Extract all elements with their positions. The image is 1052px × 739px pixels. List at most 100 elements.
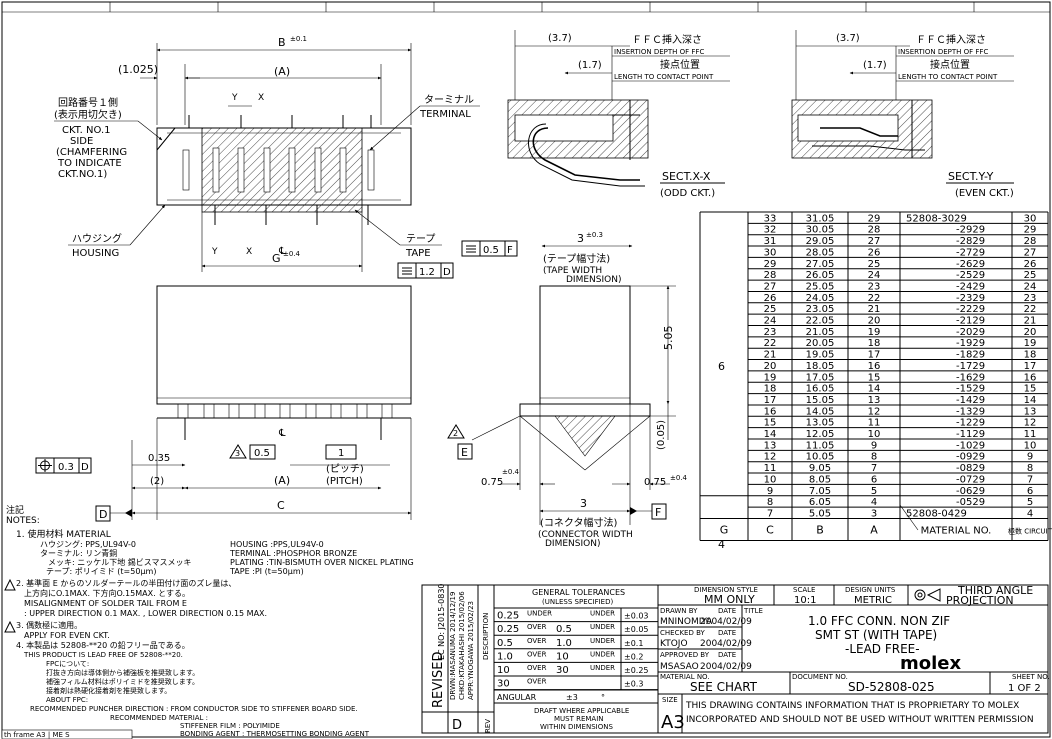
table-cell-c: 27 [764,281,777,292]
tape-area [201,127,363,213]
revised-label: REVISED [431,652,446,708]
molex-logo: molex [900,653,962,674]
appr-rev: APPR:YNOGAWA 2015/02/23 [467,601,475,700]
tol-value: ±0.2 [624,652,643,661]
table-cell-material: -0729 [956,474,985,485]
tape-width-jp: (テープ幅寸法) [543,252,610,265]
table-cell-material: -0829 [956,463,985,474]
table-cell-circuit: 19 [1024,338,1037,349]
dim-b: B [278,36,286,49]
note-2-label: 2 [453,429,458,438]
tol-bound-high: 0.5 [556,624,572,635]
table-cell-b: 27.05 [806,259,835,270]
table-cell-circuit: 21 [1024,316,1037,327]
table-cell-circuit: 15 [1024,384,1037,395]
document-no-label: DOCUMENT NO. [792,673,848,681]
datum-e-box [457,443,473,460]
table-cell-material: -0529 [956,497,985,508]
tol-bound-low: 0.25 [497,624,519,635]
table-cell-material: -1029 [956,440,985,451]
table-cell-b: 28.05 [806,247,835,258]
dim-a-elev: (A) [274,474,290,487]
tol-rel-1: UNDER [527,610,552,618]
table-cell-b: 19.05 [806,350,835,361]
table-cell-a: 20 [868,316,881,327]
table-cell-circuit: 29 [1024,225,1037,236]
tol-bound-low: 30 [497,679,510,690]
dim-g-tol: ±0.4 [283,250,301,258]
table-cell-circuit: 27 [1024,247,1037,258]
note-line-15: 4. 本製品は 52808-**20 の鉛フリー品である。 [16,640,190,650]
table-cell-b: 17.05 [806,372,835,383]
table-cell-c: 17 [764,395,777,406]
solder-tails [188,115,372,225]
table-cell-circuit: 23 [1024,293,1037,304]
note-line-2: ターミナル: リン青銅 [40,548,117,558]
dim-035: 0.35 [148,453,170,464]
table-cell-material: -2029 [956,327,985,338]
table-cell-circuit: 12 [1024,418,1037,429]
draft-2: MUST REMAIN [554,715,604,723]
tol-rel-1: OVER [527,623,547,631]
projection-icon [914,588,941,602]
table-cell-b: 6.05 [809,497,831,508]
front-view: B ±0.1 (A) (1.025) [54,35,518,279]
table-cell-a: 15 [868,372,881,383]
table-header-g: G [720,523,729,536]
table-cell-material: -2729 [956,247,985,258]
tol-bound-low: 0.5 [497,638,513,649]
sect-yy-ffc-jp: ＦＦＣ挿入深さ [916,33,986,46]
ckt-label-en-0: CKT. NO.1 [62,125,111,136]
angular-unit: ° [601,693,605,702]
table-cell-circuit: 11 [1024,429,1037,440]
table-cell-a: 14 [868,384,881,395]
scale-label: SCALE [793,586,815,594]
dim-075-right-tol: ±0.4 [670,474,688,482]
note-line-10: 上方向にO.1MAX. 下方向O.15MAX. とする。 [24,588,190,598]
table-cell-c: 11 [764,463,777,474]
datum-d: D [99,508,107,521]
scale: 10:1 [794,595,816,606]
table-cell-b: 14.05 [806,406,835,417]
approved-by: MSASAO [660,662,699,672]
draft-1: DRAFT WHERE APPLICABLE [534,707,629,715]
table-cell-b: 24.05 [806,293,835,304]
draft-3: WITHIN DIMENSIONS [540,723,613,731]
sect-yy-ckt: (EVEN CKT.) [955,188,1014,199]
fcf-05-ref: F [507,245,513,256]
table-cell-material: -1729 [956,361,985,372]
sect-xx-ckt: (ODD CKT.) [660,188,715,199]
table-cell-circuit: 7 [1027,474,1033,485]
table-cell-a: 22 [868,293,881,304]
title-label: TITLE [743,607,763,615]
table-cell-material: -2629 [956,259,985,270]
section-yy: (3.7) ＦＦＣ挿入深さ INSERTION DEPTH OF FFC (1.… [791,30,1014,199]
table-cell-b: 31.05 [806,213,835,224]
table-cell-b: 10.05 [806,452,835,463]
tol-rel-1: OVER [527,678,547,686]
table-cell-material: -1629 [956,372,985,383]
tol-value: ±0.1 [624,639,643,648]
tol-rel-2: UNDER [590,650,615,658]
note-line-16: THIS PRODUCT IS LEAD FREE OF 52808-**20. [23,651,183,659]
note-line-9: 2. 基準面 E からのソルダーテールの半田付け面のズレ量は、 [16,578,236,588]
x-marker-bot: X [246,247,252,257]
tol-bound-low: 10 [497,665,510,676]
table-cell-c: 28 [764,270,777,281]
table-cell-material: -2529 [956,270,985,281]
note-line-11: MISALIGNMENT OF SOLDER TAIL FROM E [24,599,187,608]
dim-505: 5.05 [662,326,675,351]
tape-jp: テープ [406,233,435,245]
table-header-circuit: 極数 CIRCUIT [1008,526,1052,535]
table-cell-a: 16 [868,361,881,372]
checked-date: 2004/02/09 [700,639,752,649]
dim-style-label: DIMENSION STYLE [694,586,758,594]
table-cell-c: 12 [764,452,777,463]
x-marker-top: X [258,93,264,103]
tol-bound-low: 1.0 [497,651,513,662]
table-cell-c: 10 [764,474,777,485]
table-cell-circuit: 28 [1024,236,1037,247]
table-cell-material: -2429 [956,281,985,292]
